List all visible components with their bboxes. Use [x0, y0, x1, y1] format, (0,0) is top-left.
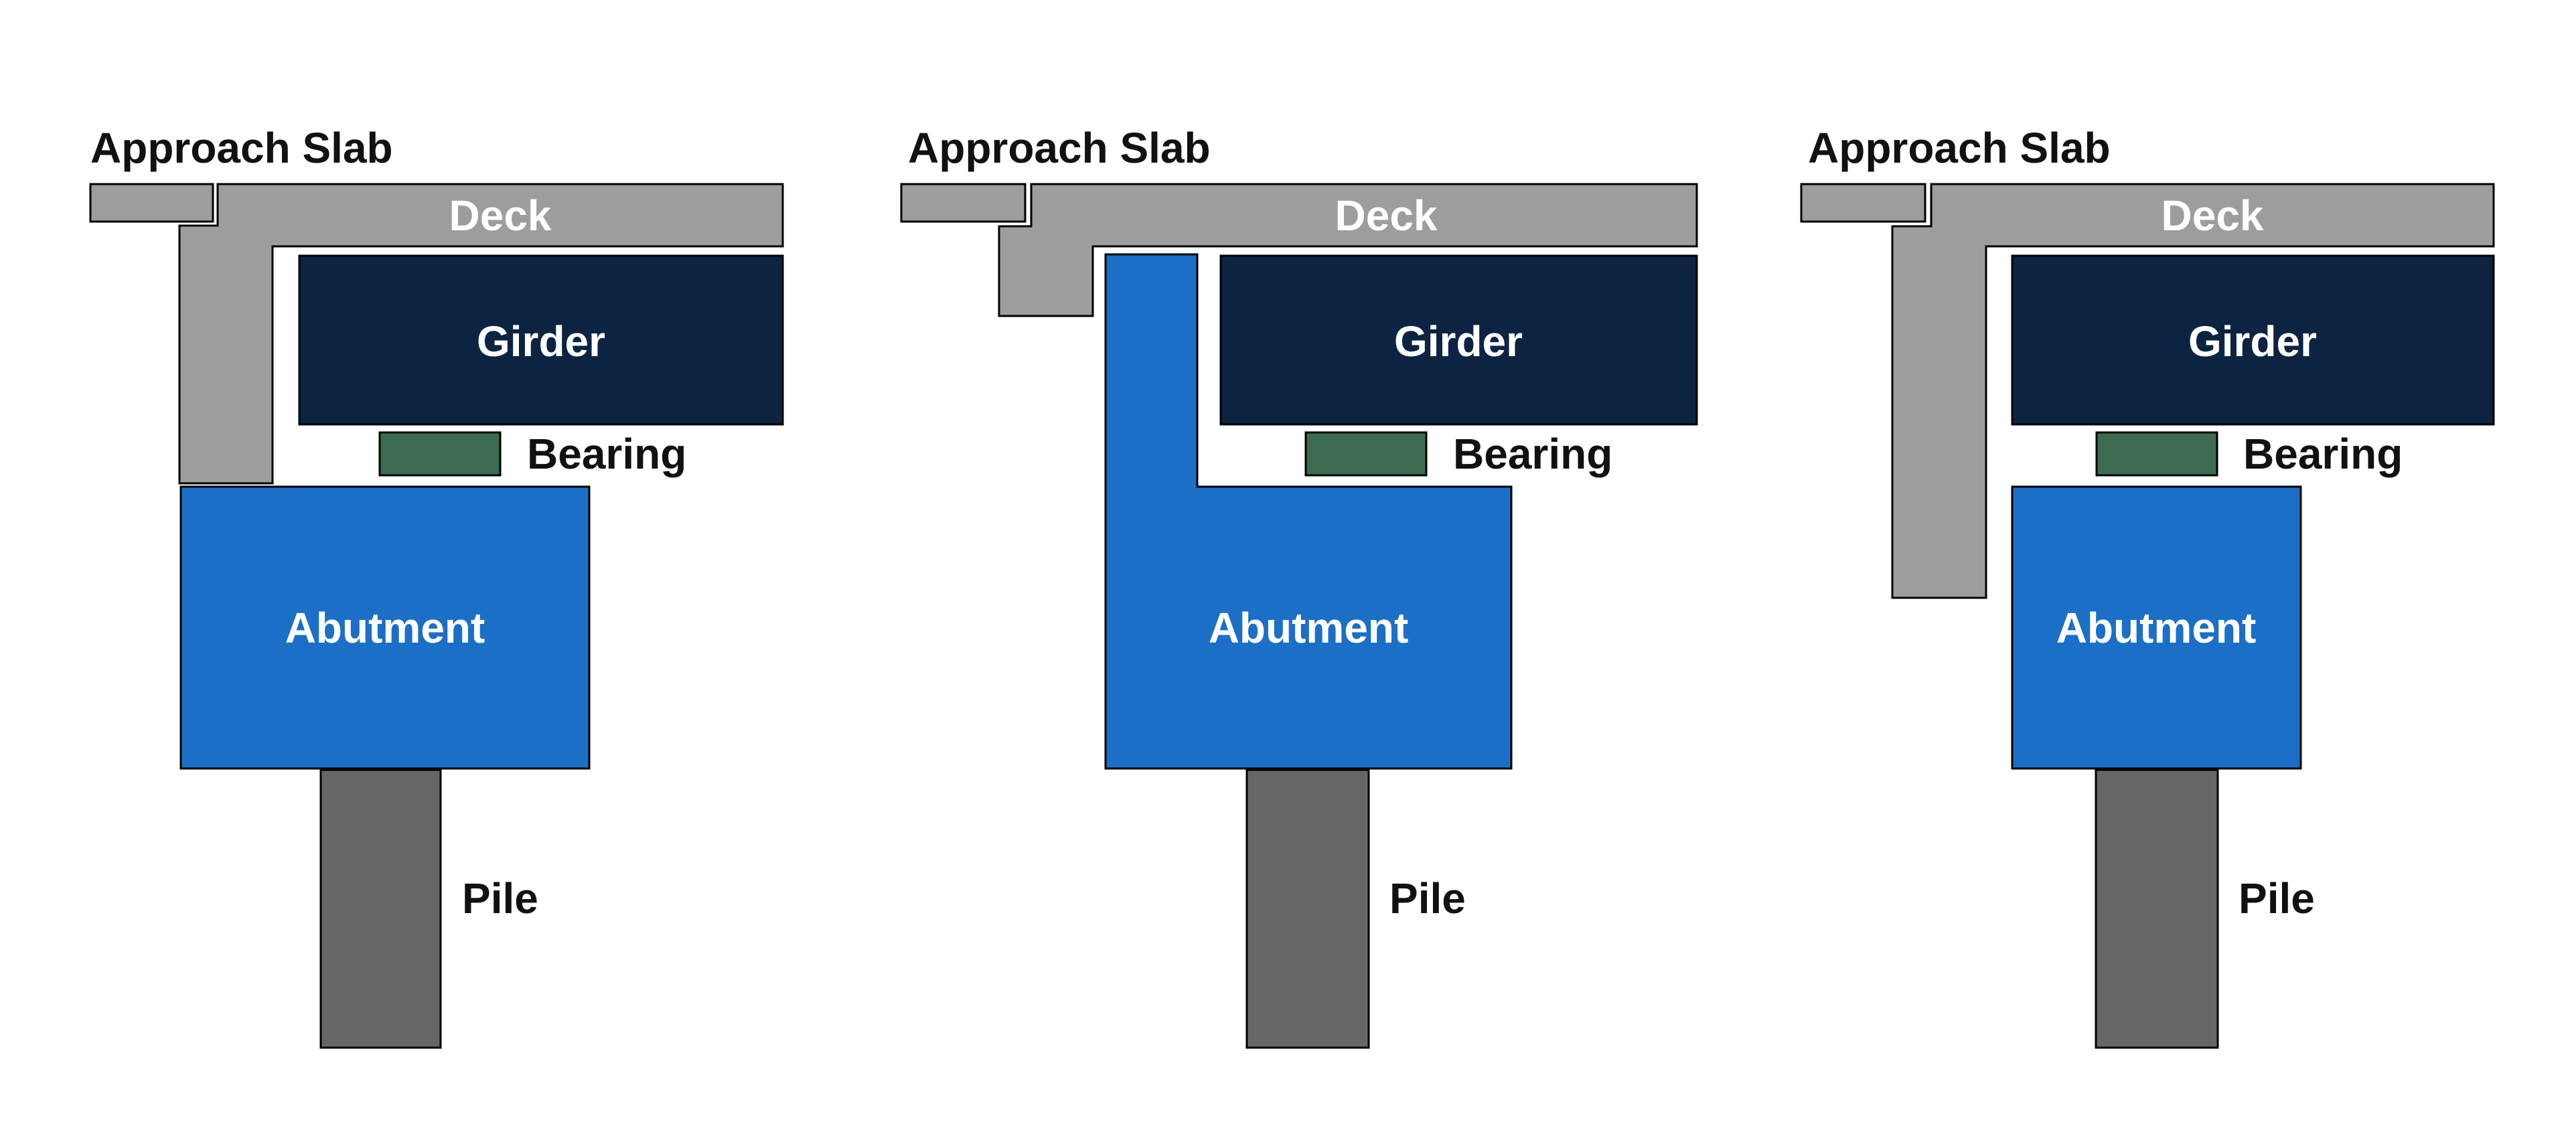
approach-slab-label: Approach Slab	[90, 124, 393, 172]
deck-and-backwall-shape	[998, 183, 1698, 317]
pile-shape	[319, 769, 442, 1049]
approach-slab-shape	[900, 183, 1027, 223]
pile-label: Pile	[2239, 874, 2315, 922]
pile-shape	[1245, 769, 1370, 1049]
panel-left: Approach Slab Deck Girder Bearing Abutme…	[89, 124, 784, 1049]
pile-shape	[2095, 769, 2219, 1049]
abutment-shape	[2011, 485, 2302, 770]
abutment-shape	[1104, 253, 1513, 770]
pile-label: Pile	[462, 874, 538, 922]
girder-shape	[2011, 254, 2495, 426]
panel-center: Approach Slab Deck Girder Bearing Abutme…	[900, 124, 1698, 1049]
abutment-label: Abutment	[1209, 604, 1409, 652]
deck-label: Deck	[449, 191, 552, 240]
girder-label: Girder	[477, 317, 605, 366]
approach-slab-label: Approach Slab	[1808, 124, 2111, 172]
girder-shape	[1219, 254, 1698, 426]
deck-label: Deck	[2162, 191, 2264, 240]
abutment-shape	[179, 485, 591, 770]
deck-and-backwall-shape	[178, 183, 784, 485]
approach-slab-label: Approach Slab	[908, 124, 1211, 172]
approach-slab-shape	[1800, 183, 1926, 223]
pile-label: Pile	[1389, 874, 1466, 922]
abutment-label: Abutment	[285, 604, 485, 652]
girder-label: Girder	[1394, 317, 1523, 366]
abutment-label: Abutment	[2056, 604, 2257, 652]
girder-shape	[298, 254, 784, 426]
bearing-shape	[1304, 431, 1428, 477]
panel-right: Approach Slab Deck Girder Bearing Abutme…	[1800, 124, 2495, 1049]
deck-and-backwall-shape	[1891, 183, 2495, 599]
bearing-shape	[2095, 431, 2218, 477]
bearing-shape	[378, 431, 502, 477]
bearing-label: Bearing	[527, 430, 686, 478]
approach-slab-shape	[89, 183, 214, 223]
bearing-label: Bearing	[2243, 430, 2403, 478]
deck-label: Deck	[1335, 191, 1438, 240]
bearing-label: Bearing	[1453, 430, 1612, 478]
girder-label: Girder	[2188, 317, 2317, 366]
